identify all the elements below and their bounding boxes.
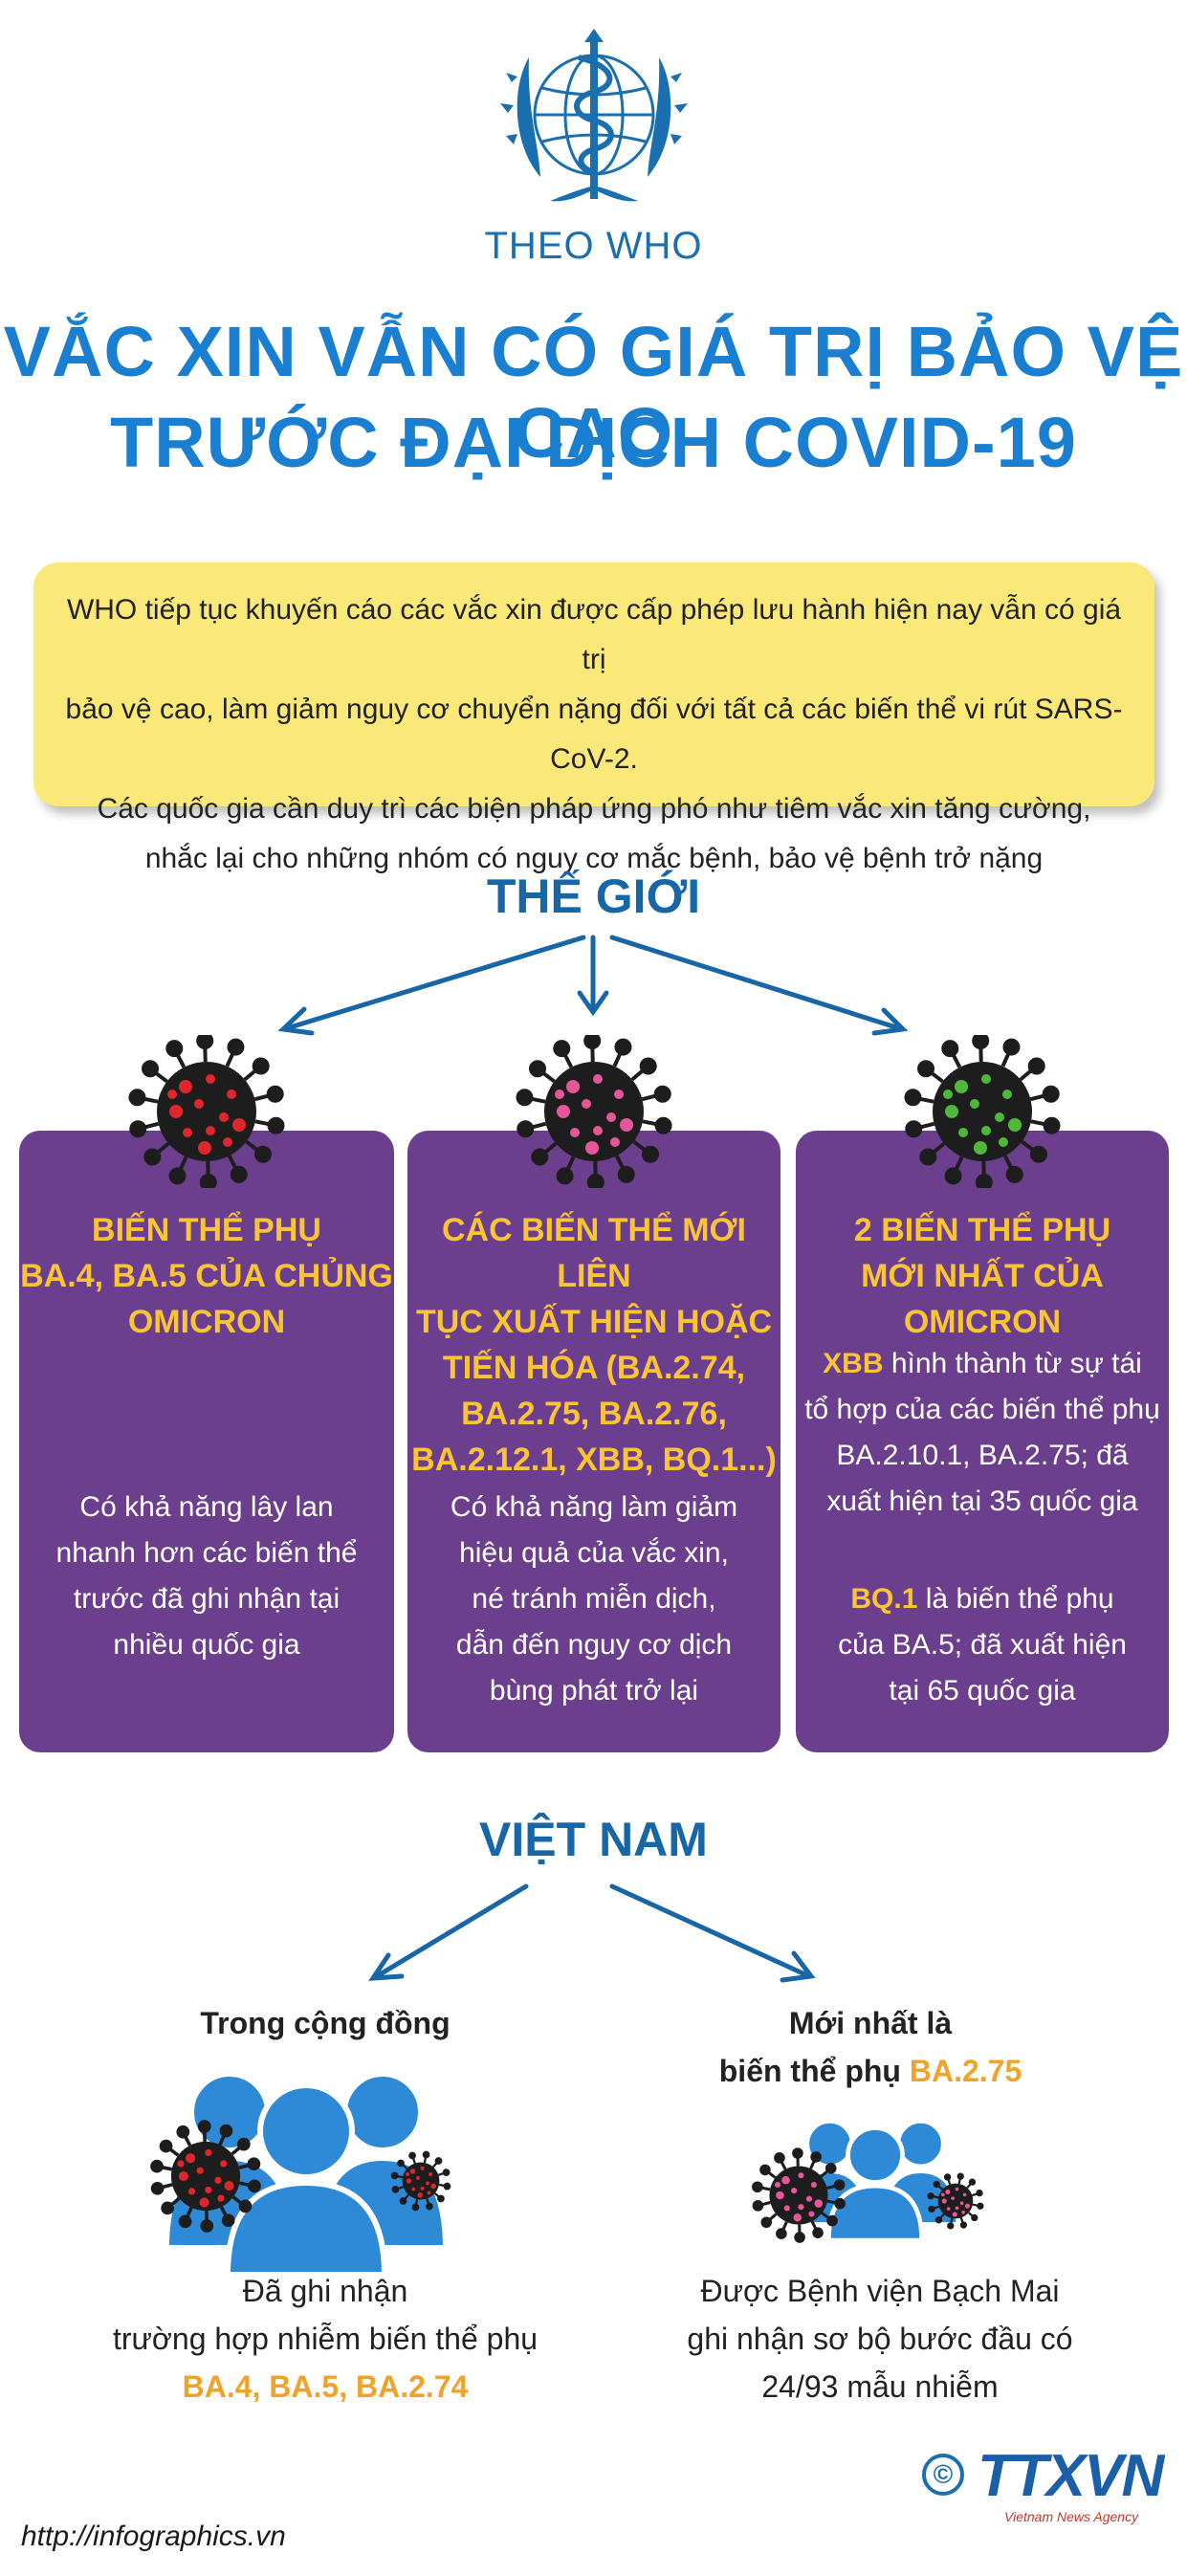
card-body-line: trước đã ghi nhận tại: [73, 1583, 341, 1615]
card-body-line: tổ hợp của các biến thể phụ: [804, 1394, 1160, 1425]
agency-logo: TTXVN: [978, 2443, 1164, 2509]
virus-red-icon: [390, 2150, 451, 2212]
intro-text: WHO tiếp tục khuyến cáo các vắc xin được…: [57, 585, 1131, 884]
who-emblem-icon: [500, 29, 688, 202]
card-3-body-bq: BQ.1 là biến thể phụ của BA.5; đã xuất h…: [796, 1576, 1169, 1714]
card-body-line: né tránh miễn dịch,: [472, 1583, 716, 1615]
vn-right-line: ghi nhận sơ bộ bước đầu có: [687, 2322, 1073, 2356]
vn-left-line: Đã ghi nhận: [242, 2274, 408, 2308]
bq-text: là biến thể phụ: [917, 1583, 1114, 1615]
card-1-body: Có khả năng lây lan nhanh hơn các biến t…: [19, 1485, 394, 1668]
card-2-body: Có khả năng làm giảm hiệu quả của vắc xi…: [407, 1485, 780, 1714]
card-body-line: BQ.1 là biến thể phụ: [796, 1576, 1169, 1622]
card-body-line: hiệu quả của vắc xin,: [459, 1537, 729, 1569]
virus-pink-icon: [516, 1035, 672, 1188]
virus-red-icon: [150, 2120, 261, 2233]
source-label: THEO WHO: [484, 225, 703, 267]
footer-url-link[interactable]: http://infographics.vn: [21, 2521, 286, 2552]
card-title-line: BA.4, BA.5 CỦA CHỦNG: [20, 1258, 393, 1294]
xbb-text: hình thành từ sự tái: [883, 1348, 1142, 1379]
vn-right-line: 24/93 mẫu nhiễm: [761, 2369, 999, 2404]
intro-line: Các quốc gia cần duy trì các biện pháp ứ…: [97, 793, 1091, 825]
vn-right-text: Được Bệnh viện Bạch Mai ghi nhận sơ bộ b…: [631, 2267, 1129, 2411]
card-1-title: BIẾN THỂ PHỤ BA.4, BA.5 CỦA CHỦNG OMICRO…: [19, 1207, 394, 1345]
vn-right-variant: BA.2.75: [909, 2054, 1022, 2088]
vn-right-label-line: Mới nhất là: [788, 2006, 953, 2040]
virus-red-icon: [128, 1035, 285, 1188]
card-3-title: 2 BIẾN THỂ PHỤ MỚI NHẤT CỦA OMICRON: [796, 1207, 1169, 1345]
vn-right-label: Mới nhất là biến thể phụ BA.2.75: [670, 1999, 1071, 2095]
vn-left-text: Đã ghi nhận trường hợp nhiễm biến thể ph…: [77, 2267, 574, 2411]
vn-right-label-line: biến thể phụ BA.2.75: [670, 2047, 1071, 2095]
virus-pink-icon: [752, 2147, 846, 2243]
card-title-line: TỤC XUẤT HIỆN HOẶC: [415, 1304, 773, 1340]
card-body-line: tại 65 quốc gia: [889, 1675, 1076, 1706]
intro-line: nhắc lại cho những nhóm có nguy cơ mắc b…: [144, 843, 1044, 874]
card-body-line: nhanh hơn các biến thể: [55, 1537, 358, 1569]
card-body-line: nhiều quốc gia: [113, 1629, 300, 1661]
virus-green-icon: [904, 1035, 1061, 1188]
card-title-line: CÁC BIẾN THỂ MỚI LIÊN: [441, 1212, 746, 1294]
page-title-line-1: VẮC XIN VẪN CÓ GIÁ TRỊ BẢO VỆ CAO: [3, 312, 1184, 473]
page-title-line-2: TRƯỚC ĐẠI DỊCH COVID-19: [110, 403, 1077, 482]
card-title-line: BA.2.75, BA.2.76,: [461, 1396, 727, 1432]
card-body-line: dẫn đến nguy cơ dịch: [455, 1629, 733, 1661]
vn-left-label: Trong cộng đồng: [200, 2006, 451, 2040]
vn-right-line: Được Bệnh viện Bạch Mai: [700, 2274, 1060, 2308]
variant-card-1: [19, 1131, 394, 1752]
card-body-line: Có khả năng làm giảm: [450, 1491, 738, 1523]
xbb-label: XBB: [823, 1348, 884, 1379]
card-body-line: Có khả năng lây lan: [79, 1491, 334, 1523]
variant-card-3: [796, 1131, 1169, 1752]
card-body-line: bùng phát trở lại: [489, 1675, 699, 1706]
card-title-line: TIẾN HÓA (BA.2.74,: [442, 1350, 746, 1386]
card-title-line: 2 BIẾN THỂ PHỤ: [853, 1212, 1111, 1248]
variant-card-2: [407, 1131, 780, 1752]
card-title-line: BIẾN THỂ PHỤ: [92, 1212, 321, 1248]
card-body-line: XBB hình thành từ sự tái: [796, 1341, 1169, 1387]
intro-line: WHO tiếp tục khuyến cáo các vắc xin được…: [66, 594, 1122, 675]
vietnam-heading: VIỆT NAM: [479, 1813, 708, 1866]
virus-pink-icon: [927, 2172, 984, 2230]
card-title-line: OMICRON: [127, 1304, 286, 1340]
vn-right-label-text: biến thể phụ: [718, 2054, 910, 2088]
intro-line: bảo vệ cao, làm giảm nguy cơ chuyển nặng…: [65, 694, 1123, 775]
copyright-icon: ©: [922, 2454, 964, 2496]
bq-label: BQ.1: [850, 1583, 918, 1615]
card-title-line: MỚI NHẤT CỦA OMICRON: [861, 1258, 1104, 1340]
card-title-line: BA.2.12.1, XBB, BQ.1...): [411, 1442, 777, 1478]
agency-subtitle: Vietnam News Agency: [1004, 2509, 1139, 2524]
world-heading: THẾ GIỚI: [486, 870, 701, 923]
card-3-body-xbb: XBB hình thành từ sự tái tổ hợp của các …: [796, 1341, 1169, 1525]
card-body-line: xuất hiện tại 35 quốc gia: [826, 1486, 1138, 1517]
vietnam-arrows: [368, 1883, 816, 1983]
world-arrows: [277, 935, 909, 1036]
card-body-line: BA.2.10.1, BA.2.75; đã: [836, 1440, 1129, 1471]
vn-left-line: trường hợp nhiễm biến thể phụ: [112, 2322, 539, 2356]
intro-box: [33, 562, 1154, 806]
card-2-title: CÁC BIẾN THỂ MỚI LIÊN TỤC XUẤT HIỆN HOẶC…: [407, 1207, 780, 1483]
card-body-line: của BA.5; đã xuất hiện: [838, 1629, 1127, 1661]
vn-left-variants: BA.4, BA.5, BA.2.74: [182, 2369, 469, 2404]
